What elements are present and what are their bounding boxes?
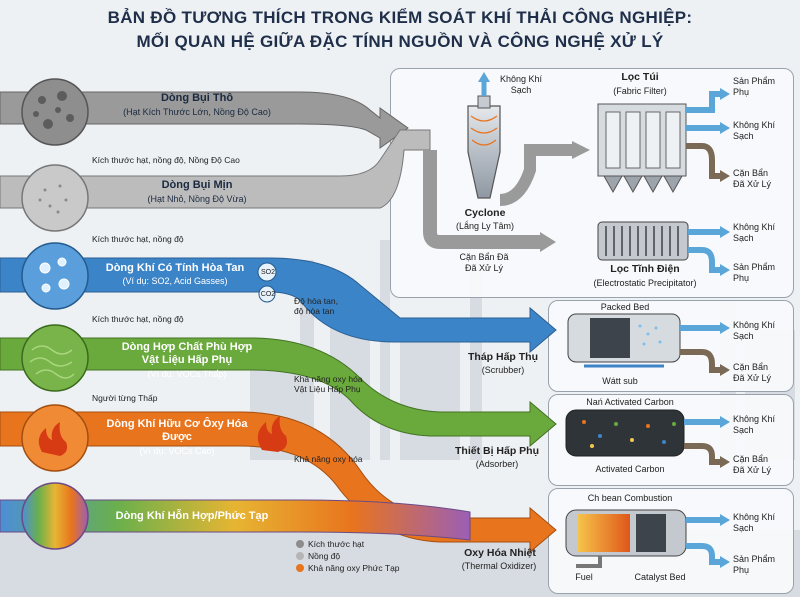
legend-swatch-icon: [296, 552, 304, 560]
stream-icon-mixed: [21, 482, 89, 550]
esp-out2-1: Sản Phẩm: [733, 262, 776, 272]
oxidizer-out2-1: Sản Phẩm: [733, 554, 776, 564]
stream-title-oxidizable-2: Được: [162, 431, 192, 443]
stream-title-adsorb: Dòng Hợp Chất Phù Hợp: [121, 341, 253, 353]
stream-title-fine: Dòng Bụi Mịn: [161, 179, 233, 191]
stream-icon-fine: [21, 164, 89, 232]
esp-out1-1: Không Khí: [733, 222, 776, 232]
cyclone-clean-air-2: Sạch: [510, 85, 532, 95]
note-soluble-2: độ hòa tan: [294, 306, 335, 316]
oxidizer-unit: [565, 509, 730, 568]
stream-band-soluble-gas: [0, 257, 557, 354]
cyclone-name: Cyclone: [464, 207, 506, 219]
so2-label: SO2: [260, 269, 275, 276]
cyclone-dust-1: Cặn Bẩn Đã: [459, 252, 509, 262]
legend-item: Khả năng oxy Phức Tạp: [296, 562, 426, 574]
stream-sub-coarse: (Hạt Kích Thước Lớn, Nồng Độ Cao): [123, 107, 271, 117]
cyclone-dust-2: Đã Xử Lý: [464, 263, 504, 273]
ff-out3-1: Cặn Bẩn: [733, 168, 769, 178]
stream-note-soluble: Kích thước hạt, nồng độ: [92, 314, 184, 324]
oxidizer-out2-2: Phụ: [733, 565, 750, 575]
legend-item: Kích thước hạt: [296, 538, 426, 550]
scrubber-out2-1: Cặn Bẩn: [733, 362, 769, 372]
stream-title-oxidizable: Dòng Khí Hữu Cơ Ôxy Hóa: [106, 418, 248, 430]
stream-sub-adsorb: (Ví dụ: VOCs Thấp): [147, 369, 227, 379]
stream-title-mixed: Dòng Khí Hỗn Hợp/Phức Tạp: [115, 510, 269, 522]
fabric-filter-sub: (Fabric Filter): [613, 86, 667, 96]
oxidizer-name: Oxy Hóa Nhiệt: [464, 547, 536, 559]
ff-out2-2: Sạch: [733, 131, 754, 141]
ff-out2-1: Không Khí: [733, 120, 776, 130]
adsorber-out2-2: Đã Xử Lý: [733, 465, 772, 475]
note-oxid-1: Khả năng oxy hóa: [294, 374, 363, 384]
ff-out3-2: Đã Xử Lý: [733, 179, 772, 189]
esp-out1-2: Sạch: [733, 233, 754, 243]
particulate-panel: [390, 68, 794, 298]
oxidizer-fuel-label: Fuel: [575, 572, 593, 582]
stream-note-coarse: Kích thước hạt, nồng độ, Nồng Độ Cao: [92, 155, 240, 165]
adsorber-out1-1: Không Khí: [733, 414, 776, 424]
stream-band-coarse-dust: [0, 91, 409, 149]
note-soluble-1: Độ hòa tan,: [294, 296, 338, 306]
stream-title-adsorb-2: Vật Liệu Hấp Phụ: [141, 354, 233, 366]
oxidizer-out1-1: Không Khí: [733, 512, 776, 522]
stream-sub-fine: (Hạt Nhỏ, Nồng Độ Vừa): [147, 194, 247, 204]
flame-icon: [257, 416, 287, 452]
oxidizer-sub: (Thermal Oxidizer): [461, 561, 537, 571]
stream-band-mixed: [0, 499, 471, 541]
esp-sub: (Electrostatic Precipitator): [593, 278, 697, 288]
legend-item: Nồng độ: [296, 550, 426, 562]
scrubber-name: Tháp Hấp Thụ: [468, 351, 538, 363]
stream-icon-coarse: [21, 78, 89, 146]
adsorber-sub: (Adsorber): [475, 459, 519, 469]
scrubber-out1-1: Không Khí: [733, 320, 776, 330]
adsorber-out2-1: Cặn Bẩn: [733, 454, 769, 464]
co2-label: CO2: [260, 291, 276, 298]
oxidizer-top-label: Ch bean Combustion: [587, 493, 673, 503]
cyclone-clean-air-1: Không Khí: [499, 74, 543, 84]
adsorber-top-label: Nań Activated Carbon: [586, 397, 674, 407]
scrubber-out1-2: Sạch: [733, 331, 754, 341]
scrubber-out2-2: Đã Xử Lý: [733, 373, 772, 383]
note-oxid-3: Khả năng oxy hóa: [294, 454, 363, 464]
adsorber-unit: [565, 409, 730, 468]
ff-out1-1: Sản Phẩm: [733, 76, 776, 86]
adsorber-name: Thiết Bị Hấp Phụ: [455, 445, 539, 457]
stream-note-fine: Kích thước hạt, nồng độ: [92, 234, 184, 244]
stream-note-adsorb: Người từng Thấp: [92, 393, 158, 403]
gas-molecule-icons: [257, 262, 277, 303]
cyclone-unit: [423, 72, 590, 252]
scrubber-bottom-label: Wátt sub: [602, 376, 638, 386]
stream-title-coarse: Dòng Bụi Thô: [160, 92, 234, 104]
cyclone-sub: (Lắng Ly Tâm): [455, 221, 515, 231]
scrubber-sub: (Scrubber): [481, 365, 525, 375]
stream-sub-oxidizable: (Ví dụ: VOCs Cao): [139, 446, 215, 456]
fabric-filter-name: Lọc Túi: [621, 71, 659, 83]
stream-band-adsorb: [0, 337, 557, 448]
esp-unit: [597, 221, 730, 276]
page-title-line-1: BẢN ĐỒ TƯƠNG THÍCH TRONG KIỂM SOÁT KHÍ T…: [107, 8, 693, 27]
legend-swatch-icon: [296, 564, 304, 572]
legend: Kích thước hạt Nồng độ Khả năng oxy Phức…: [296, 538, 426, 574]
page-title-line-2: MỐI QUAN HỆ GIỮA ĐẶC TÍNH NGUỒN VÀ CÔNG …: [136, 32, 664, 51]
adsorber-bottom-label: Activated Carbon: [595, 464, 665, 474]
stream-icon-soluble: [21, 242, 89, 310]
scrubber-top-label: Packed Bed: [600, 302, 650, 312]
oxidizer-catalyst-label: Catalyst Bed: [634, 572, 686, 582]
scrubber-unit: [567, 313, 730, 376]
adsorber-out1-2: Sạch: [733, 425, 754, 435]
esp-out2-2: Phụ: [733, 273, 750, 283]
stream-sub-soluble: (Ví dụ: SO2, Acid Gasses): [122, 276, 228, 286]
legend-swatch-icon: [296, 540, 304, 548]
stream-icon-oxidizable: [21, 404, 89, 472]
esp-name: Lọc Tĩnh Điện: [610, 263, 680, 275]
note-oxid-2: Vật Liệu Hấp Phụ: [294, 384, 361, 394]
fabric-filter-unit: [597, 88, 730, 194]
stream-title-soluble: Dòng Khí Có Tính Hòa Tan: [105, 262, 245, 274]
oxidizer-out1-2: Sạch: [733, 523, 754, 533]
ff-out1-2: Phụ: [733, 87, 750, 97]
stream-icon-adsorb: [21, 324, 89, 392]
